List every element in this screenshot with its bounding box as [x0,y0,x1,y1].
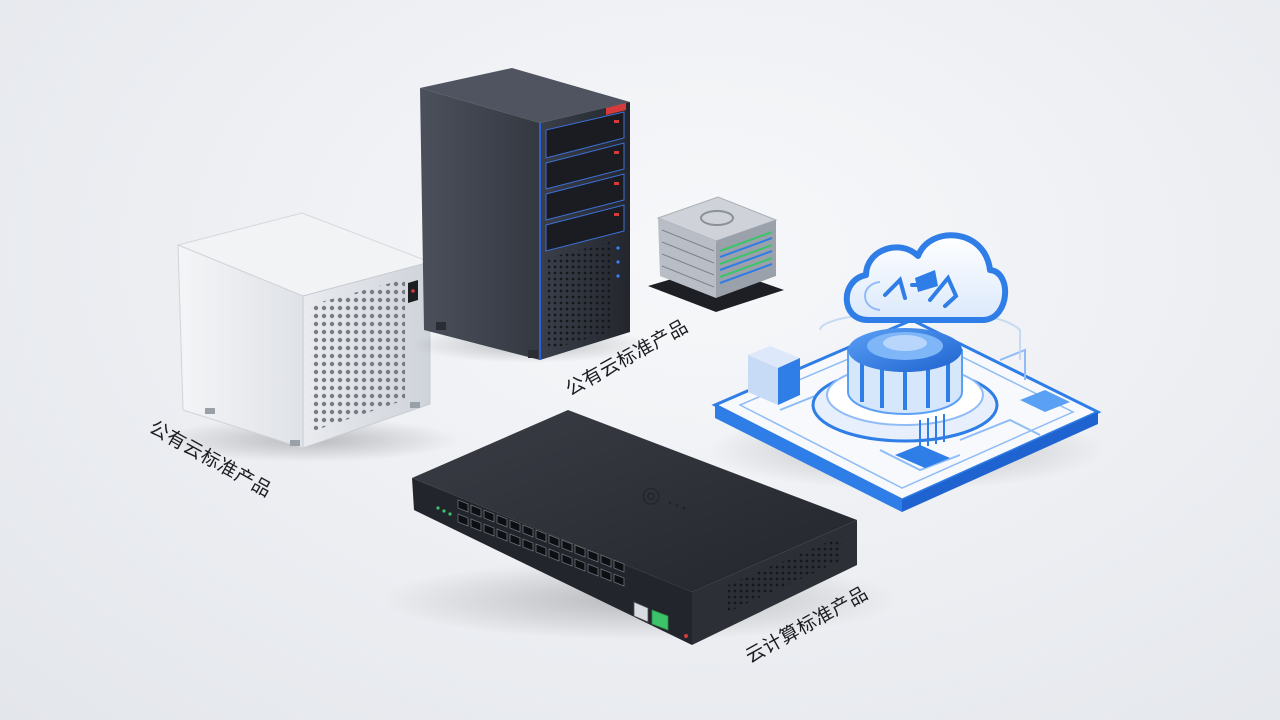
mini-server-cube-icon [160,212,460,462]
network-switch-icon: ◎ ⋯ [380,410,900,645]
cloud-platform-icon [705,232,1105,512]
rack-server-stack-icon [648,196,784,312]
switch-ports [436,499,688,638]
tower-server-icon [410,68,650,363]
